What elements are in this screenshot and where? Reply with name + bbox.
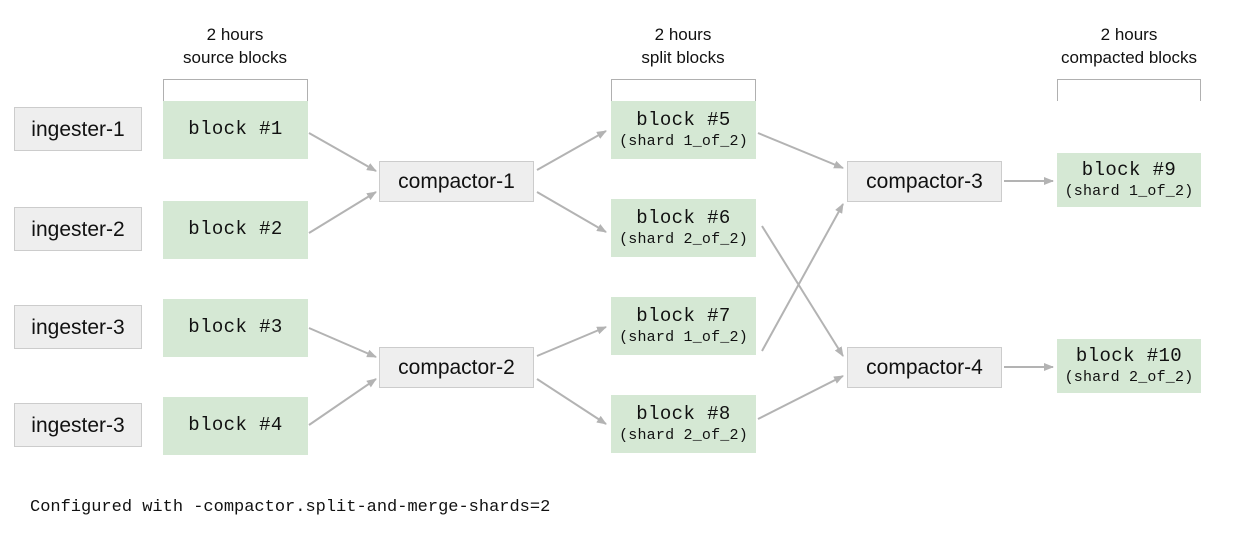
- block-subtitle: (shard 2_of_2): [619, 230, 748, 248]
- ingester-label: ingester-1: [31, 117, 125, 141]
- source-block-2[interactable]: block #2: [163, 201, 308, 259]
- split-block-5[interactable]: block #5 (shard 1_of_2): [611, 101, 756, 159]
- edge-block6-to-compactor4: [761, 225, 844, 357]
- compactor-node-3[interactable]: compactor-3: [847, 161, 1002, 202]
- ingester-node-4[interactable]: ingester-3: [14, 403, 142, 447]
- column-header-line2: split blocks: [641, 47, 725, 67]
- block-subtitle: (shard 1_of_2): [1064, 182, 1194, 200]
- ingester-node-1[interactable]: ingester-1: [14, 107, 142, 151]
- column-header-source-blocks: 2 hours source blocks: [155, 24, 315, 70]
- block-title: block #6: [636, 206, 731, 229]
- block-title: block #8: [636, 402, 731, 425]
- edge-block8-to-compactor4: [757, 375, 844, 420]
- block-subtitle: (shard 2_of_2): [1064, 368, 1194, 386]
- block-title: block #3: [188, 316, 283, 339]
- edge-compactor2-to-block7: [536, 326, 607, 357]
- compactor-node-4[interactable]: compactor-4: [847, 347, 1002, 388]
- block-title: block #2: [188, 218, 283, 241]
- source-block-4[interactable]: block #4: [163, 397, 308, 455]
- compactor-label: compactor-1: [398, 170, 515, 193]
- ingester-node-2[interactable]: ingester-2: [14, 207, 142, 251]
- column-header-compacted-blocks: 2 hours compacted blocks: [1039, 24, 1219, 70]
- split-block-8[interactable]: block #8 (shard 2_of_2): [611, 395, 756, 453]
- edge-compactor1-to-block5: [536, 130, 607, 171]
- compacted-block-9[interactable]: block #9 (shard 1_of_2): [1057, 153, 1201, 207]
- compactor-label: compactor-2: [398, 356, 515, 379]
- edge-block4-to-compactor2: [308, 378, 377, 426]
- ingester-node-3[interactable]: ingester-3: [14, 305, 142, 349]
- diagram-caption: Configured with -compactor.split-and-mer…: [30, 498, 551, 517]
- edge-compactor1-to-block6: [536, 191, 607, 233]
- compactor-label: compactor-3: [866, 170, 983, 193]
- column-header-line1: 2 hours: [206, 25, 264, 44]
- block-subtitle: (shard 1_of_2): [619, 132, 748, 150]
- ingester-label: ingester-3: [31, 315, 125, 339]
- block-title: block #9: [1081, 158, 1177, 181]
- ingester-label: ingester-3: [31, 413, 125, 437]
- split-block-7[interactable]: block #7 (shard 1_of_2): [611, 297, 756, 355]
- source-block-1[interactable]: block #1: [163, 101, 308, 159]
- ingester-label: ingester-2: [31, 217, 125, 241]
- edge-block1-to-compactor1: [308, 132, 377, 172]
- block-subtitle: (shard 2_of_2): [619, 426, 748, 444]
- compacted-block-10[interactable]: block #10 (shard 2_of_2): [1057, 339, 1201, 393]
- source-block-3[interactable]: block #3: [163, 299, 308, 357]
- compactor-node-2[interactable]: compactor-2: [379, 347, 534, 388]
- edge-block2-to-compactor1: [308, 191, 377, 234]
- edge-compactor2-to-block8: [536, 378, 607, 425]
- column-header-line2: source blocks: [183, 47, 287, 67]
- bracket-split-blocks: [611, 79, 756, 101]
- column-header-line1: 2 hours: [1100, 25, 1158, 44]
- compactor-node-1[interactable]: compactor-1: [379, 161, 534, 202]
- edge-block3-to-compactor2: [308, 327, 377, 358]
- bracket-compacted-blocks: [1057, 79, 1201, 101]
- block-title: block #1: [188, 118, 283, 141]
- block-subtitle: (shard 1_of_2): [619, 328, 748, 346]
- block-title: block #4: [188, 414, 283, 437]
- block-title: block #10: [1075, 344, 1183, 367]
- compactor-label: compactor-4: [866, 356, 983, 379]
- split-block-6[interactable]: block #6 (shard 2_of_2): [611, 199, 756, 257]
- bracket-source-blocks: [163, 79, 308, 101]
- edge-block7-to-compactor3: [761, 203, 844, 352]
- edge-block5-to-compactor3: [757, 132, 844, 169]
- column-header-line2: compacted blocks: [1060, 47, 1198, 67]
- column-header-split-blocks: 2 hours split blocks: [603, 24, 763, 70]
- column-header-line1: 2 hours: [654, 25, 712, 44]
- block-title: block #5: [636, 108, 731, 131]
- block-title: block #7: [636, 304, 731, 327]
